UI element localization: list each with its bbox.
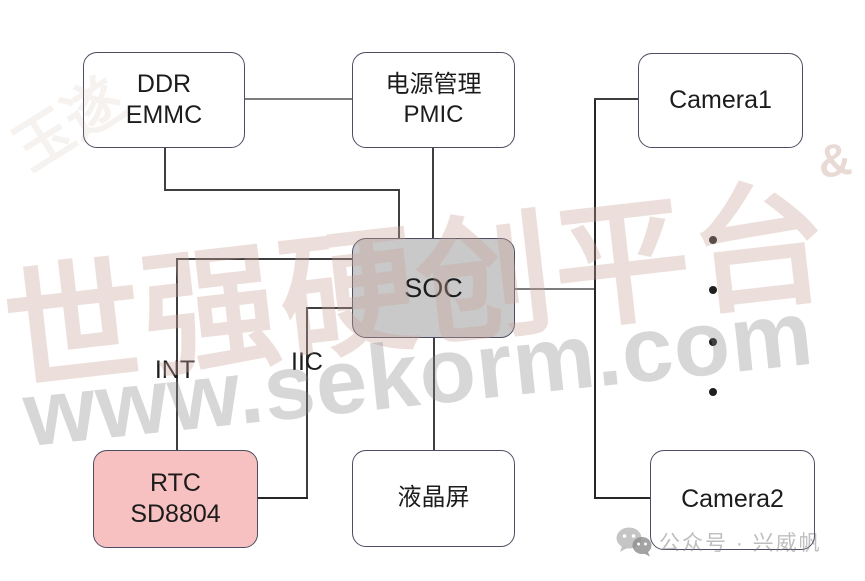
ellipsis-dot: [709, 286, 717, 294]
node-label: Camera1: [669, 85, 772, 114]
node-label: 电源管理: [385, 70, 482, 98]
node-label: DDR: [136, 69, 192, 98]
ellipsis-dot: [709, 236, 717, 244]
node-label: EMMC: [125, 101, 203, 129]
node-label: Camera2: [681, 485, 784, 514]
ellipsis-dot: [709, 388, 717, 396]
connector-iic-v: [306, 307, 308, 499]
node-rtc-sd8804: RTC SD8804: [93, 450, 258, 548]
node-label: PMIC: [403, 101, 464, 128]
connector-soc-to-bus: [515, 288, 595, 290]
connector-pmic-to-soc: [432, 148, 434, 238]
connector-ddr-pmic: [245, 98, 352, 100]
ellipsis-dot: [709, 338, 717, 346]
connector-cam1-stub: [594, 98, 638, 100]
node-label: SOC: [404, 272, 463, 303]
edge-label-iic: IIC: [291, 348, 323, 376]
node-label: RTC: [150, 468, 201, 497]
connector-camera-bus: [594, 99, 596, 499]
wechat-icon: [615, 526, 653, 557]
connector-int-h: [176, 258, 352, 260]
node-soc: SOC: [352, 238, 515, 338]
node-camera1: Camera1: [638, 53, 803, 148]
connector-ddr-down: [164, 148, 166, 191]
connector-iic-to-rtc: [258, 497, 308, 499]
connector-soc-to-lcd: [433, 338, 435, 450]
connector-cam2-stub: [594, 497, 650, 499]
connector-int-v: [176, 258, 178, 450]
node-pmic: 电源管理 PMIC: [352, 52, 515, 148]
edge-label-int: INT: [154, 356, 196, 384]
connector-iic-h: [306, 307, 352, 309]
node-lcd: 液晶屏: [352, 450, 515, 547]
connector-ddr-to-soc: [398, 189, 400, 238]
node-camera2: Camera2: [650, 450, 815, 550]
node-label: SD8804: [130, 500, 221, 528]
connector-ddr-elbow-h: [164, 189, 400, 191]
node-ddr-emmc: DDR EMMC: [83, 52, 245, 148]
node-label: 液晶屏: [397, 484, 470, 512]
ampersand-watermark: &: [814, 131, 855, 189]
